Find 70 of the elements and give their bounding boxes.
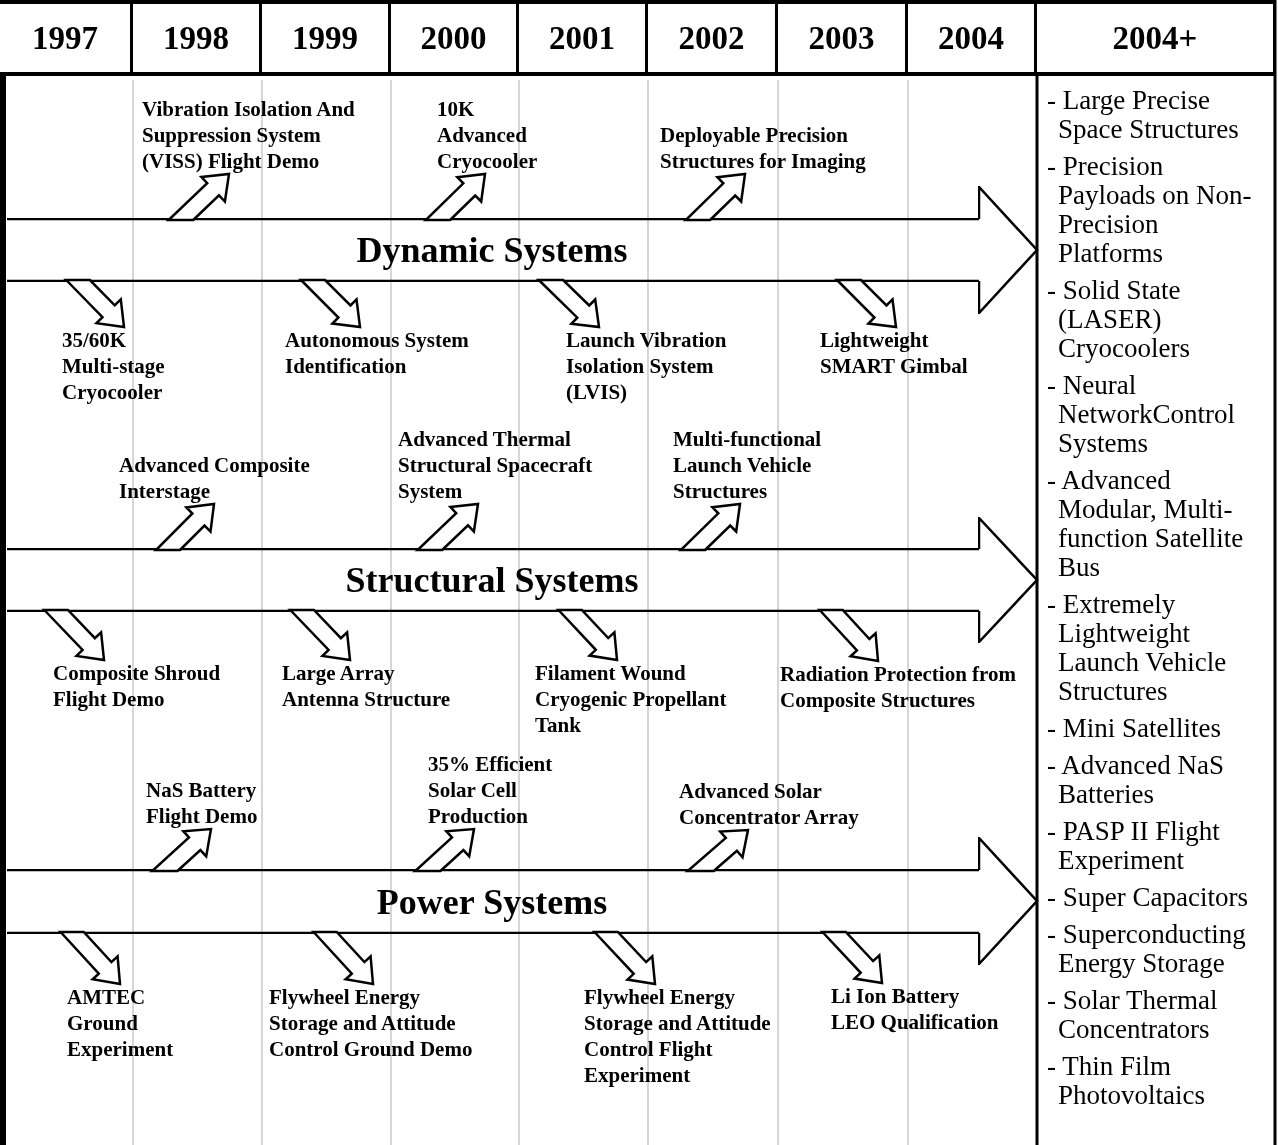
milestone-text: Multi-functional Launch Vehicle Structures: [673, 426, 831, 504]
milestone-text: Vibration Isolation And Suppression System (VISS) Flight Demo: [142, 96, 377, 174]
milestone-text: Lightweight SMART Gimbal: [820, 327, 978, 379]
list-item: - Thin Film Photovoltaics: [1046, 1052, 1206, 1110]
hollow-arrow: [422, 172, 487, 222]
list-item: - Neural NetworkControl Systems: [1046, 371, 1236, 458]
milestone-text: AMTEC Ground Experiment: [67, 984, 181, 1062]
hollow-arrow: [816, 608, 880, 663]
milestone-text: NaS Battery Flight Demo: [146, 777, 264, 829]
hollow-arrow: [165, 172, 231, 222]
hollow-arrow: [684, 828, 750, 873]
hollow-arrow: [819, 930, 884, 985]
year-header: 2004: [908, 0, 1037, 76]
list-item: - Solar Thermal Concentrators: [1046, 986, 1219, 1044]
band-title: Power Systems: [376, 880, 608, 923]
list-item: - Solid State (LASER) Cryocoolers: [1046, 276, 1191, 363]
milestone-text: Radiation Protection from Composite Structures: [780, 661, 1020, 713]
list-item: - Advanced Modular, Multi-function Satellite Bus: [1046, 466, 1245, 582]
year-header: 1997: [0, 0, 133, 76]
band-arrow: [7, 218, 979, 282]
milestone-text: 10K Advanced Cryocooler: [437, 96, 547, 174]
list-item: - PASP II Flight Experiment: [1046, 817, 1221, 875]
band-arrow: [7, 548, 979, 612]
milestone-text: Composite Shroud Flight Demo: [53, 660, 229, 712]
hollow-arrow: [682, 172, 747, 222]
hollow-arrow: [57, 930, 122, 986]
milestone-text: Launch Vibration Isolation System (LVIS): [566, 327, 738, 405]
milestone-text: Flywheel Energy Storage and Attitude Control Flight Experiment: [584, 984, 784, 1088]
milestone-text: Autonomous System Identification: [285, 327, 480, 379]
list-item: - Super Capacitors: [1046, 883, 1249, 912]
year-header: 2000: [391, 0, 519, 76]
band-title: Dynamic Systems: [356, 229, 628, 271]
year-header: 2004+: [1037, 0, 1276, 76]
milestone-text: Advanced Thermal Structural Spacecraft System: [398, 426, 602, 504]
hollow-arrow: [298, 278, 362, 329]
milestone-text: Filament Wound Cryogenic Propellant Tank: [535, 660, 735, 738]
milestone-text: Advanced Solar Concentrator Array: [679, 778, 869, 830]
list-item: - Advanced NaS Batteries: [1046, 751, 1225, 809]
hollow-arrow: [41, 608, 106, 662]
milestone-text: 35/60K Multi-stage Cryocooler: [62, 327, 177, 405]
hollow-arrow: [677, 502, 742, 552]
milestone-text: Advanced Composite Interstage: [119, 452, 319, 504]
year-header: 1998: [133, 0, 262, 76]
year-header: 2002: [648, 0, 778, 76]
year-header: 2001: [519, 0, 648, 76]
band-title: Structural Systems: [345, 559, 639, 601]
list-item: - Large Precise Space Structures: [1046, 86, 1240, 144]
list-item: - Superconducting Energy Storage: [1046, 920, 1247, 978]
hollow-arrow: [63, 278, 126, 329]
year-header: 1999: [262, 0, 391, 76]
list-item: - Extremely Lightweight Launch Vehicle Structures: [1046, 590, 1228, 706]
milestone-text: Large Array Antenna Structure: [282, 660, 458, 712]
milestone-text: 35% Efficient Solar Cell Production: [428, 751, 560, 829]
hollow-arrow: [555, 608, 619, 662]
hollow-arrow: [310, 930, 375, 986]
year-header: 2003: [778, 0, 908, 76]
hollow-arrow: [414, 502, 480, 552]
hollow-arrow: [148, 827, 213, 873]
hollow-arrow: [153, 502, 216, 552]
milestone-text: Flywheel Energy Storage and Attitude Control Ground Demo: [269, 984, 483, 1062]
hollow-arrow: [411, 827, 476, 873]
milestone-text: Li Ion Battery LEO Qualification: [831, 983, 1004, 1035]
band-arrow: [7, 869, 979, 934]
hollow-arrow: [535, 278, 601, 329]
milestone-text: Deployable Precision Structures for Imaging: [660, 122, 878, 174]
hollow-arrow: [287, 608, 352, 662]
list-item: - Precision Payloads on Non-Precision Platforms: [1046, 152, 1253, 268]
hollow-arrow: [591, 930, 657, 986]
list-item: - Mini Satellites: [1046, 714, 1222, 743]
hollow-arrow: [834, 278, 898, 329]
